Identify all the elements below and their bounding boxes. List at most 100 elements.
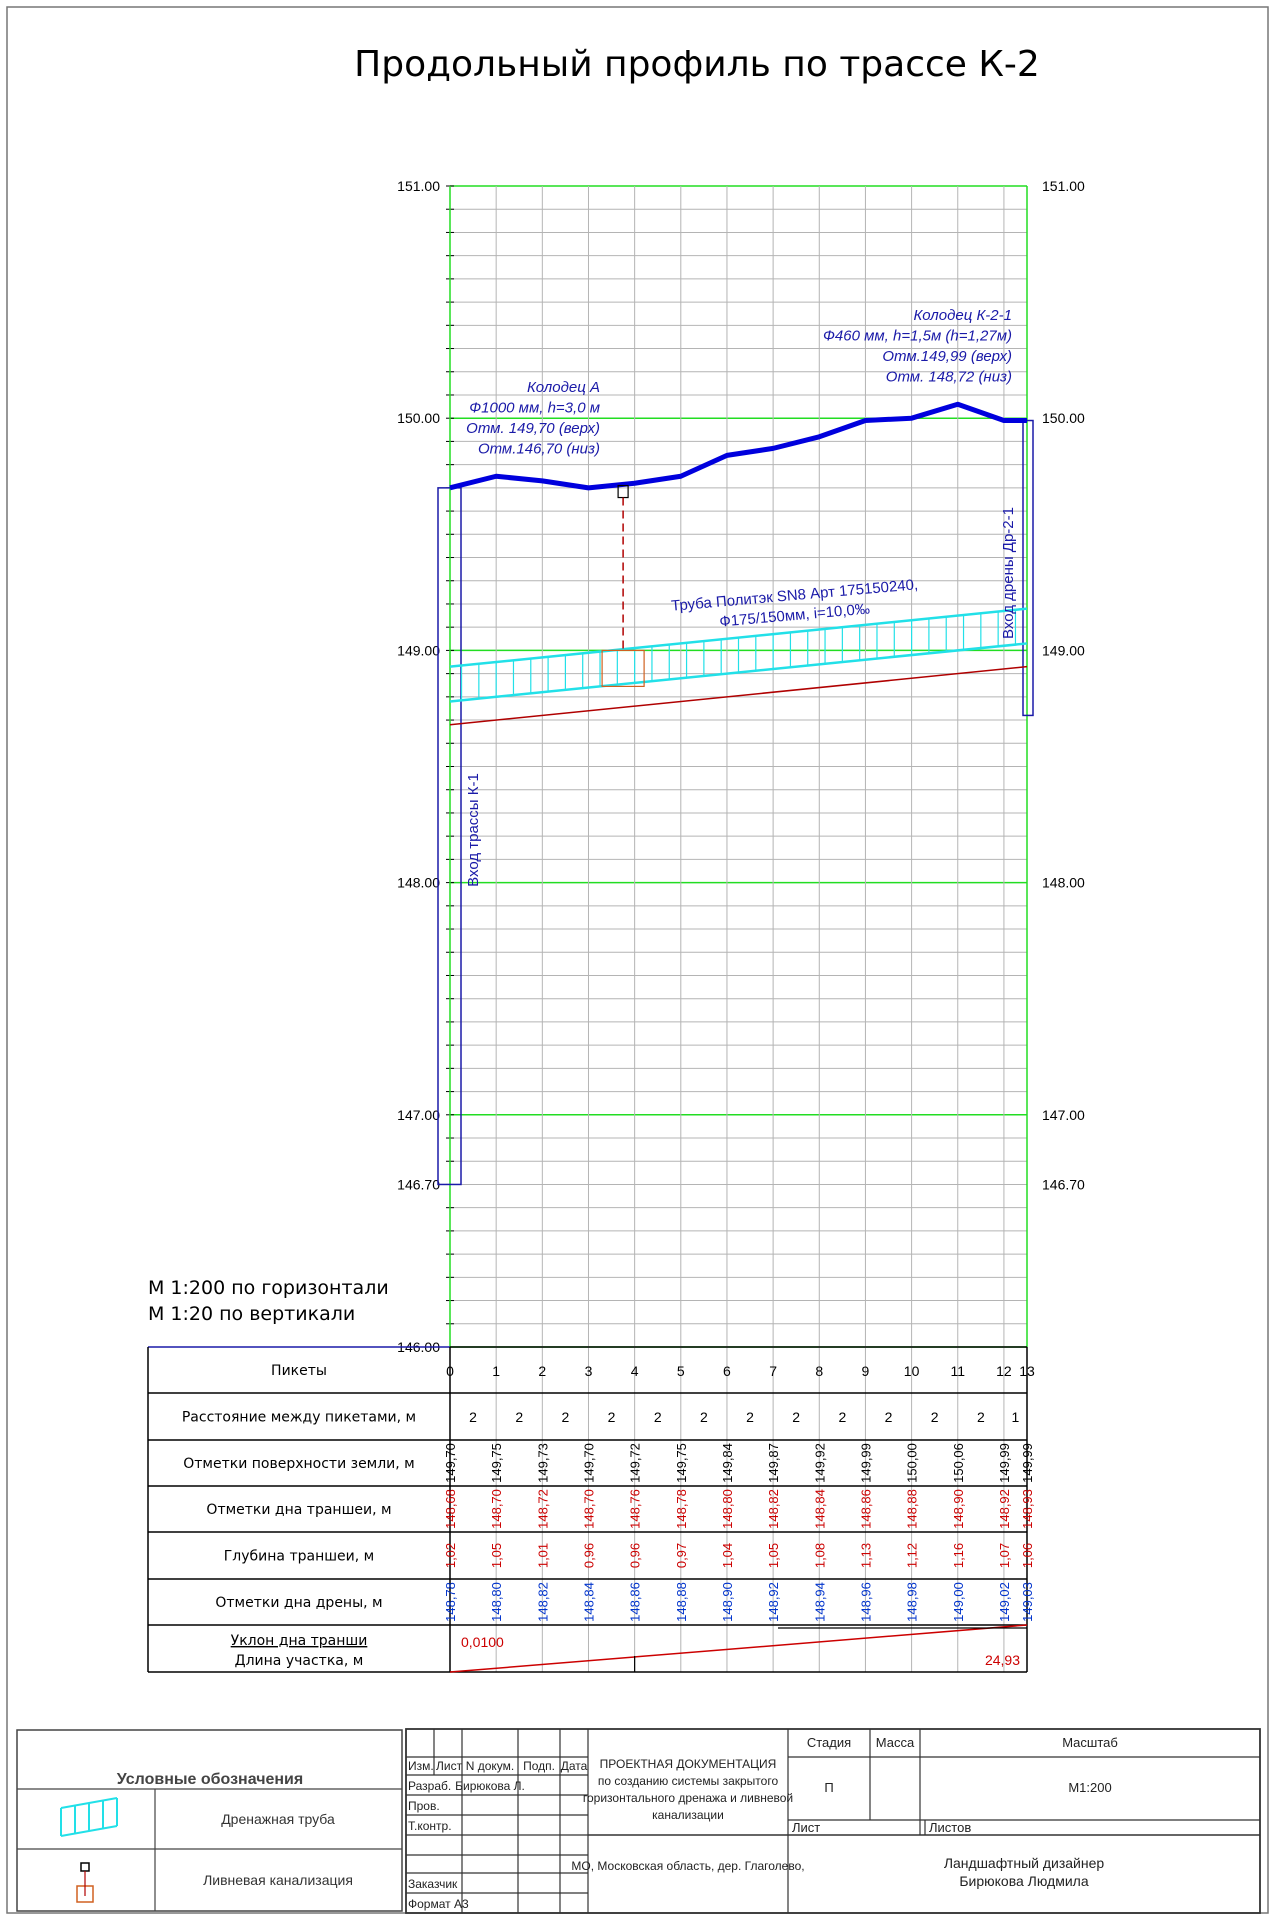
table-value-trench-bottom: 148,68 <box>443 1489 458 1529</box>
well-rect <box>1022 419 1034 717</box>
table-value-trench-depth: 0,96 <box>628 1543 643 1568</box>
length-value: 24,93 <box>985 1652 1020 1668</box>
table-value-drain-bottom: 148,86 <box>628 1582 643 1622</box>
sheets-label: Листов <box>929 1820 971 1835</box>
well-k21-note: Отм. 148,72 (низ) <box>886 369 1012 386</box>
distance-value: 2 <box>700 1409 708 1425</box>
storm-inlet-icon <box>617 484 629 499</box>
table-row-label: Расстояние между пикетами, м <box>182 1410 416 1426</box>
table-value-trench-depth: 1,06 <box>1020 1543 1035 1568</box>
table-value-trench-depth: 1,05 <box>489 1543 504 1568</box>
station-label: 0 <box>446 1363 454 1379</box>
scale-label: Масштаб <box>1062 1735 1118 1750</box>
y-tick-label-left: 146.70 <box>397 1176 440 1192</box>
table-value-trench-bottom: 148,88 <box>905 1489 920 1529</box>
table-value-ground: 149,70 <box>443 1443 458 1483</box>
table-value-trench-depth: 1,01 <box>535 1543 550 1568</box>
table-value-trench-bottom: 148,70 <box>581 1489 596 1529</box>
y-tick-label-right: 150.00 <box>1042 410 1085 426</box>
doc-title-line: канализации <box>652 1808 724 1822</box>
row-developer: Разраб. <box>408 1779 451 1793</box>
scale-horizontal: М 1:200 по горизонтали <box>148 1277 389 1299</box>
distance-value: 2 <box>562 1409 570 1425</box>
table-value-drain-bottom: 149,00 <box>951 1582 966 1622</box>
table-value-drain-bottom: 148,92 <box>766 1582 781 1622</box>
well-k21-note: Колодец К-2-1 <box>913 307 1012 324</box>
table-row-label: Глубина траншеи, м <box>224 1549 374 1565</box>
table-row-label: Отметки дна траншеи, м <box>206 1502 391 1518</box>
doc-title-line: по созданию системы закрытого <box>598 1774 779 1788</box>
table-value-drain-bottom: 148,84 <box>581 1582 596 1622</box>
row-customer: Заказчик <box>408 1877 458 1891</box>
table-value-ground: 150,06 <box>951 1443 966 1483</box>
table-value-drain-bottom: 148,94 <box>812 1582 827 1622</box>
trench-bottom-line <box>449 665 1028 726</box>
distance-value: 2 <box>931 1409 939 1425</box>
table-value-ground: 149,84 <box>720 1443 735 1483</box>
stamp-border <box>405 1728 1261 1914</box>
organization-line: Ландшафтный дизайнер <box>944 1855 1105 1871</box>
organization-line: Бирюкова Людмила <box>959 1873 1088 1889</box>
distance-value: 2 <box>977 1409 985 1425</box>
table-value-drain-bottom: 148,80 <box>489 1582 504 1622</box>
station-label: 12 <box>996 1363 1012 1379</box>
storm-box-icon <box>601 649 645 688</box>
well-a-note: Отм.146,70 (низ) <box>478 441 600 458</box>
doc-title-line: ПРОЕКТНАЯ ДОКУМЕНТАЦИЯ <box>600 1757 777 1771</box>
table-value-trench-depth: 1,16 <box>951 1543 966 1568</box>
storm-inlet-legend-icon <box>80 1862 90 1872</box>
table-value-ground: 149,92 <box>812 1443 827 1483</box>
station-label: 7 <box>769 1363 777 1379</box>
y-tick-label-right: 147.00 <box>1042 1107 1085 1123</box>
scale-vertical: М 1:20 по вертикали <box>148 1303 355 1325</box>
station-label: 13 <box>1019 1363 1035 1379</box>
header-list: Лист <box>436 1759 463 1773</box>
table-value-trench-bottom: 148,82 <box>766 1489 781 1529</box>
table-value-ground: 149,87 <box>766 1443 781 1483</box>
table-value-ground: 149,99 <box>997 1443 1012 1483</box>
table-value-trench-bottom: 148,70 <box>489 1489 504 1529</box>
row-format: Формат А3 <box>408 1897 469 1911</box>
table-value-ground: 149,99 <box>1020 1443 1035 1483</box>
y-tick-label-right: 151.00 <box>1042 178 1085 194</box>
table-value-ground: 149,70 <box>581 1443 596 1483</box>
table-value-trench-bottom: 148,84 <box>812 1489 827 1529</box>
station-label: 8 <box>815 1363 823 1379</box>
legend-border <box>16 1729 403 1912</box>
y-tick-label-right: 149.00 <box>1042 642 1085 658</box>
table-value-trench-bottom: 148,92 <box>997 1489 1012 1529</box>
station-label: 2 <box>538 1363 546 1379</box>
distance-value: 2 <box>792 1409 800 1425</box>
doc-title-line: горизонтального дренажа и ливневой <box>583 1791 793 1805</box>
header-date: Дата <box>561 1759 588 1773</box>
distance-value: 1 <box>1012 1409 1020 1425</box>
station-label: 9 <box>862 1363 870 1379</box>
stage-label: Стадия <box>807 1735 851 1750</box>
length-label: Длина участка, м <box>235 1653 364 1669</box>
table-value-drain-bottom: 149,02 <box>997 1582 1012 1622</box>
legend-title: Условные обозначения <box>117 1771 303 1788</box>
station-label: 6 <box>723 1363 731 1379</box>
sheet-label: Лист <box>792 1820 820 1835</box>
table-value-drain-bottom: 149,03 <box>1020 1582 1035 1622</box>
sheet-border <box>6 6 1269 1914</box>
table-value-ground: 149,72 <box>628 1443 643 1483</box>
table-value-drain-bottom: 148,88 <box>674 1582 689 1622</box>
y-tick-label-left: 151.00 <box>397 178 440 194</box>
distance-value: 2 <box>469 1409 477 1425</box>
table-value-drain-bottom: 148,82 <box>535 1582 550 1622</box>
table-value-ground: 149,99 <box>858 1443 873 1483</box>
y-tick-label-left: 147.00 <box>397 1107 440 1123</box>
stage-value: П <box>824 1780 833 1795</box>
table-value-trench-bottom: 148,93 <box>1020 1489 1035 1529</box>
table-row-label: Пикеты <box>271 1363 327 1379</box>
table-value-ground: 150,00 <box>905 1443 920 1483</box>
station-label: 10 <box>904 1363 920 1379</box>
table-value-trench-bottom: 148,86 <box>858 1489 873 1529</box>
header-izm: Изм. <box>408 1759 434 1773</box>
distance-value: 2 <box>608 1409 616 1425</box>
table-value-ground: 149,75 <box>489 1443 504 1483</box>
